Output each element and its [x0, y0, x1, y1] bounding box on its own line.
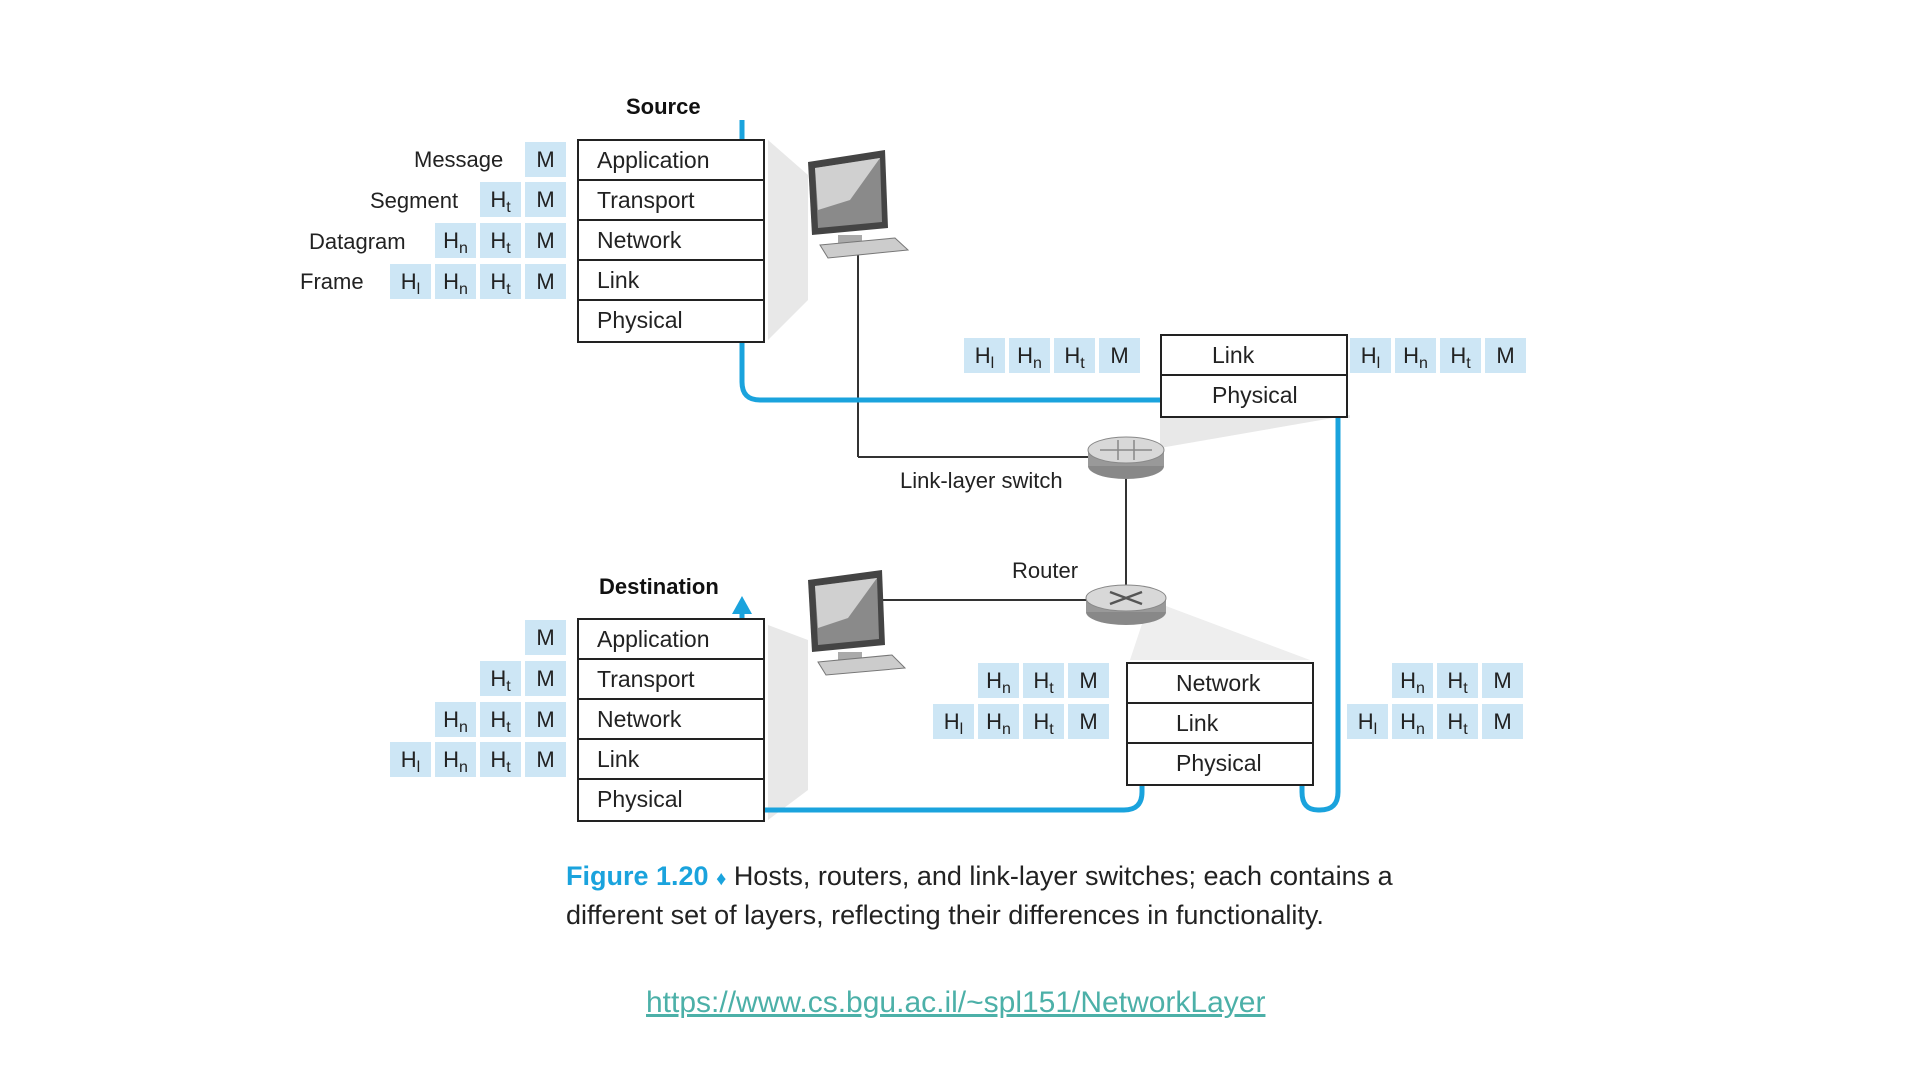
message-box: M [525, 742, 566, 777]
message-box: M [525, 182, 566, 217]
destination-title: Destination [599, 574, 719, 599]
computer-icon [808, 570, 907, 676]
destination-layer-transport: Transport [579, 660, 763, 700]
link-header-box: Hl [1347, 704, 1388, 739]
destination-layer-link: Link [579, 740, 763, 780]
destination-layer-physical: Physical [597, 786, 683, 812]
network-header-box: Hn [435, 742, 476, 777]
link-header-box: Hl [964, 338, 1005, 373]
segment-label: Segment [370, 188, 459, 213]
network-header-box: Hn [1395, 338, 1436, 373]
source-protocol-stack: Application Transport Network Link Physi… [577, 139, 765, 343]
switch-layer-physical: Physical [1212, 382, 1298, 408]
transport-header-box: Ht [480, 702, 521, 737]
message-box: M [1068, 704, 1109, 739]
network-header-box: Hn [1009, 338, 1050, 373]
message-box: M [525, 264, 566, 299]
source-host-shadow [768, 140, 808, 340]
transport-header-box: Ht [480, 661, 521, 696]
source-layer-transport: Transport [579, 181, 763, 221]
destination-layer-network: Network [579, 700, 763, 740]
source-url-link[interactable]: https://www.cs.bgu.ac.il/~spl151/Network… [646, 986, 1266, 1019]
datagram-label: Datagram [309, 229, 406, 254]
message-box: M [525, 702, 566, 737]
message-box: M [525, 620, 566, 655]
message-box: M [1482, 663, 1523, 698]
flow-arrowhead [732, 596, 752, 614]
message-box: M [1482, 704, 1523, 739]
router-layer-physical: Physical [1176, 750, 1262, 776]
caption-text-2: different set of layers, reflecting thei… [566, 900, 1324, 930]
message-box: M [525, 661, 566, 696]
router-shadow [1130, 600, 1310, 660]
switch-shadow [1160, 415, 1350, 448]
link-header-box: Hl [933, 704, 974, 739]
switch-label: Link-layer switch [900, 468, 1063, 493]
source-layer-network: Network [579, 221, 763, 261]
transport-header-box: Ht [1437, 704, 1478, 739]
transport-header-box: Ht [480, 742, 521, 777]
network-header-box: Hn [978, 663, 1019, 698]
link-header-box: Hl [390, 742, 431, 777]
frame-label: Frame [300, 269, 364, 294]
message-label: Message [414, 147, 504, 172]
destination-layer-application: Application [579, 620, 763, 660]
source-layer-application: Application [579, 141, 763, 181]
source-layer-physical: Physical [597, 307, 683, 333]
transport-header-box: Ht [1023, 704, 1064, 739]
message-box: M [1485, 338, 1526, 373]
figure-number: Figure 1.20 [566, 861, 709, 891]
figure-caption: Figure 1.20 ♦ Hosts, routers, and link-l… [566, 858, 1506, 933]
network-header-box: Hn [435, 264, 476, 299]
router-label: Router [1012, 558, 1079, 583]
switch-icon [1087, 436, 1165, 479]
transport-header-box: Ht [1440, 338, 1481, 373]
switch-protocol-stack: Link Physical [1160, 334, 1348, 418]
dest-host-shadow [768, 625, 808, 820]
transport-header-box: Ht [480, 182, 521, 217]
link-header-box: Hl [1350, 338, 1391, 373]
caption-text-1: Hosts, routers, and link-layer switches;… [733, 861, 1393, 891]
transport-header-box: Ht [480, 223, 521, 258]
transport-header-box: Ht [1437, 663, 1478, 698]
network-header-box: Hn [1392, 704, 1433, 739]
network-header-box: Hn [435, 702, 476, 737]
transport-header-box: Ht [1023, 663, 1064, 698]
computer-icon [808, 150, 910, 259]
router-icon [1085, 584, 1167, 625]
router-protocol-stack: Network Link Physical [1126, 662, 1314, 786]
transport-header-box: Ht [1054, 338, 1095, 373]
source-layer-link: Link [579, 261, 763, 301]
router-layer-link: Link [1128, 704, 1312, 744]
switch-layer-link: Link [1162, 336, 1346, 376]
source-title: Source [626, 94, 701, 119]
router-layer-network: Network [1128, 664, 1312, 704]
message-box: M [1068, 663, 1109, 698]
caption-line-1: Figure 1.20 ♦ Hosts, routers, and link-l… [566, 858, 1506, 897]
message-box: M [525, 142, 566, 177]
network-header-box: Hn [1392, 663, 1433, 698]
message-box: M [525, 223, 566, 258]
message-box: M [1099, 338, 1140, 373]
diamond-icon: ♦ [716, 868, 727, 890]
link-header-box: Hl [390, 264, 431, 299]
transport-header-box: Ht [480, 264, 521, 299]
network-header-box: Hn [435, 223, 476, 258]
destination-protocol-stack: Application Transport Network Link Physi… [577, 618, 765, 822]
network-header-box: Hn [978, 704, 1019, 739]
